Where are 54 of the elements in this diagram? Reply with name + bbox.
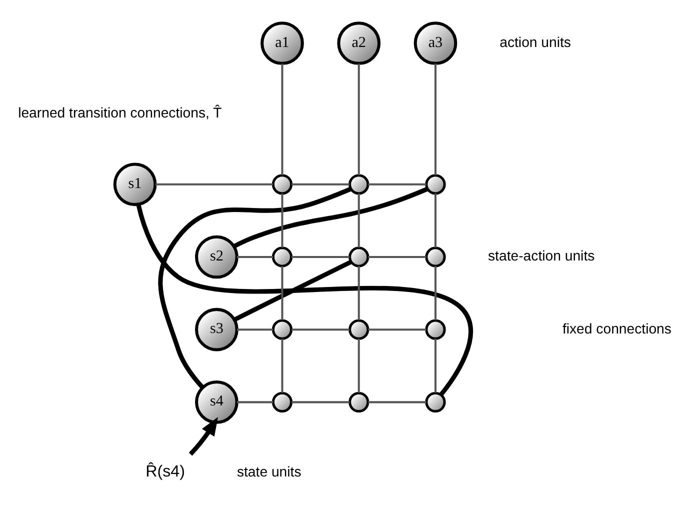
node-circle: s2 <box>194 234 238 278</box>
node-circle <box>271 174 292 194</box>
connector <box>434 266 436 320</box>
connector <box>236 256 273 258</box>
connector <box>368 328 426 330</box>
node-circle <box>271 318 292 340</box>
connector <box>357 266 360 320</box>
label: learned transition connections, T̂ <box>18 104 222 120</box>
node-circle <box>271 391 292 412</box>
label: action units <box>499 33 570 50</box>
connector <box>280 338 283 392</box>
node-circle <box>424 318 446 340</box>
label: state units <box>236 462 301 479</box>
connector <box>291 182 350 185</box>
node-circle: s4 <box>194 380 238 424</box>
connector <box>280 266 283 320</box>
node-text: R̂(s4) <box>145 462 184 480</box>
connector <box>158 186 352 388</box>
connector <box>434 338 436 392</box>
connector <box>232 186 428 248</box>
node-circle <box>271 246 292 267</box>
connector <box>236 400 273 403</box>
connector <box>291 256 350 258</box>
node-circle <box>424 246 446 267</box>
connector <box>434 193 436 248</box>
connector <box>291 328 350 330</box>
node-circle <box>348 318 369 340</box>
connector <box>434 63 436 175</box>
connector <box>136 203 472 396</box>
node-circle: a2 <box>336 21 380 64</box>
connector <box>291 400 350 403</box>
connector <box>280 63 283 175</box>
node-circle: s3 <box>194 307 238 351</box>
node-circle <box>348 391 369 412</box>
node-circle: a1 <box>260 21 304 64</box>
arrow <box>188 416 218 456</box>
node-circle: a3 <box>413 21 457 64</box>
connector <box>280 193 283 248</box>
connector <box>233 259 352 322</box>
connector <box>357 193 360 248</box>
node-circle <box>424 174 446 194</box>
node-circle: s1 <box>112 162 156 206</box>
node-circle <box>424 391 446 412</box>
connector <box>236 328 273 330</box>
connector <box>368 182 426 185</box>
label: fixed connections <box>562 320 671 336</box>
node-circle <box>348 174 369 194</box>
connector <box>154 182 272 185</box>
connector <box>368 400 426 403</box>
label: state-action units <box>488 247 594 264</box>
connector <box>357 63 360 175</box>
connector <box>357 338 360 392</box>
node-circle <box>348 246 369 267</box>
connector <box>368 256 426 258</box>
